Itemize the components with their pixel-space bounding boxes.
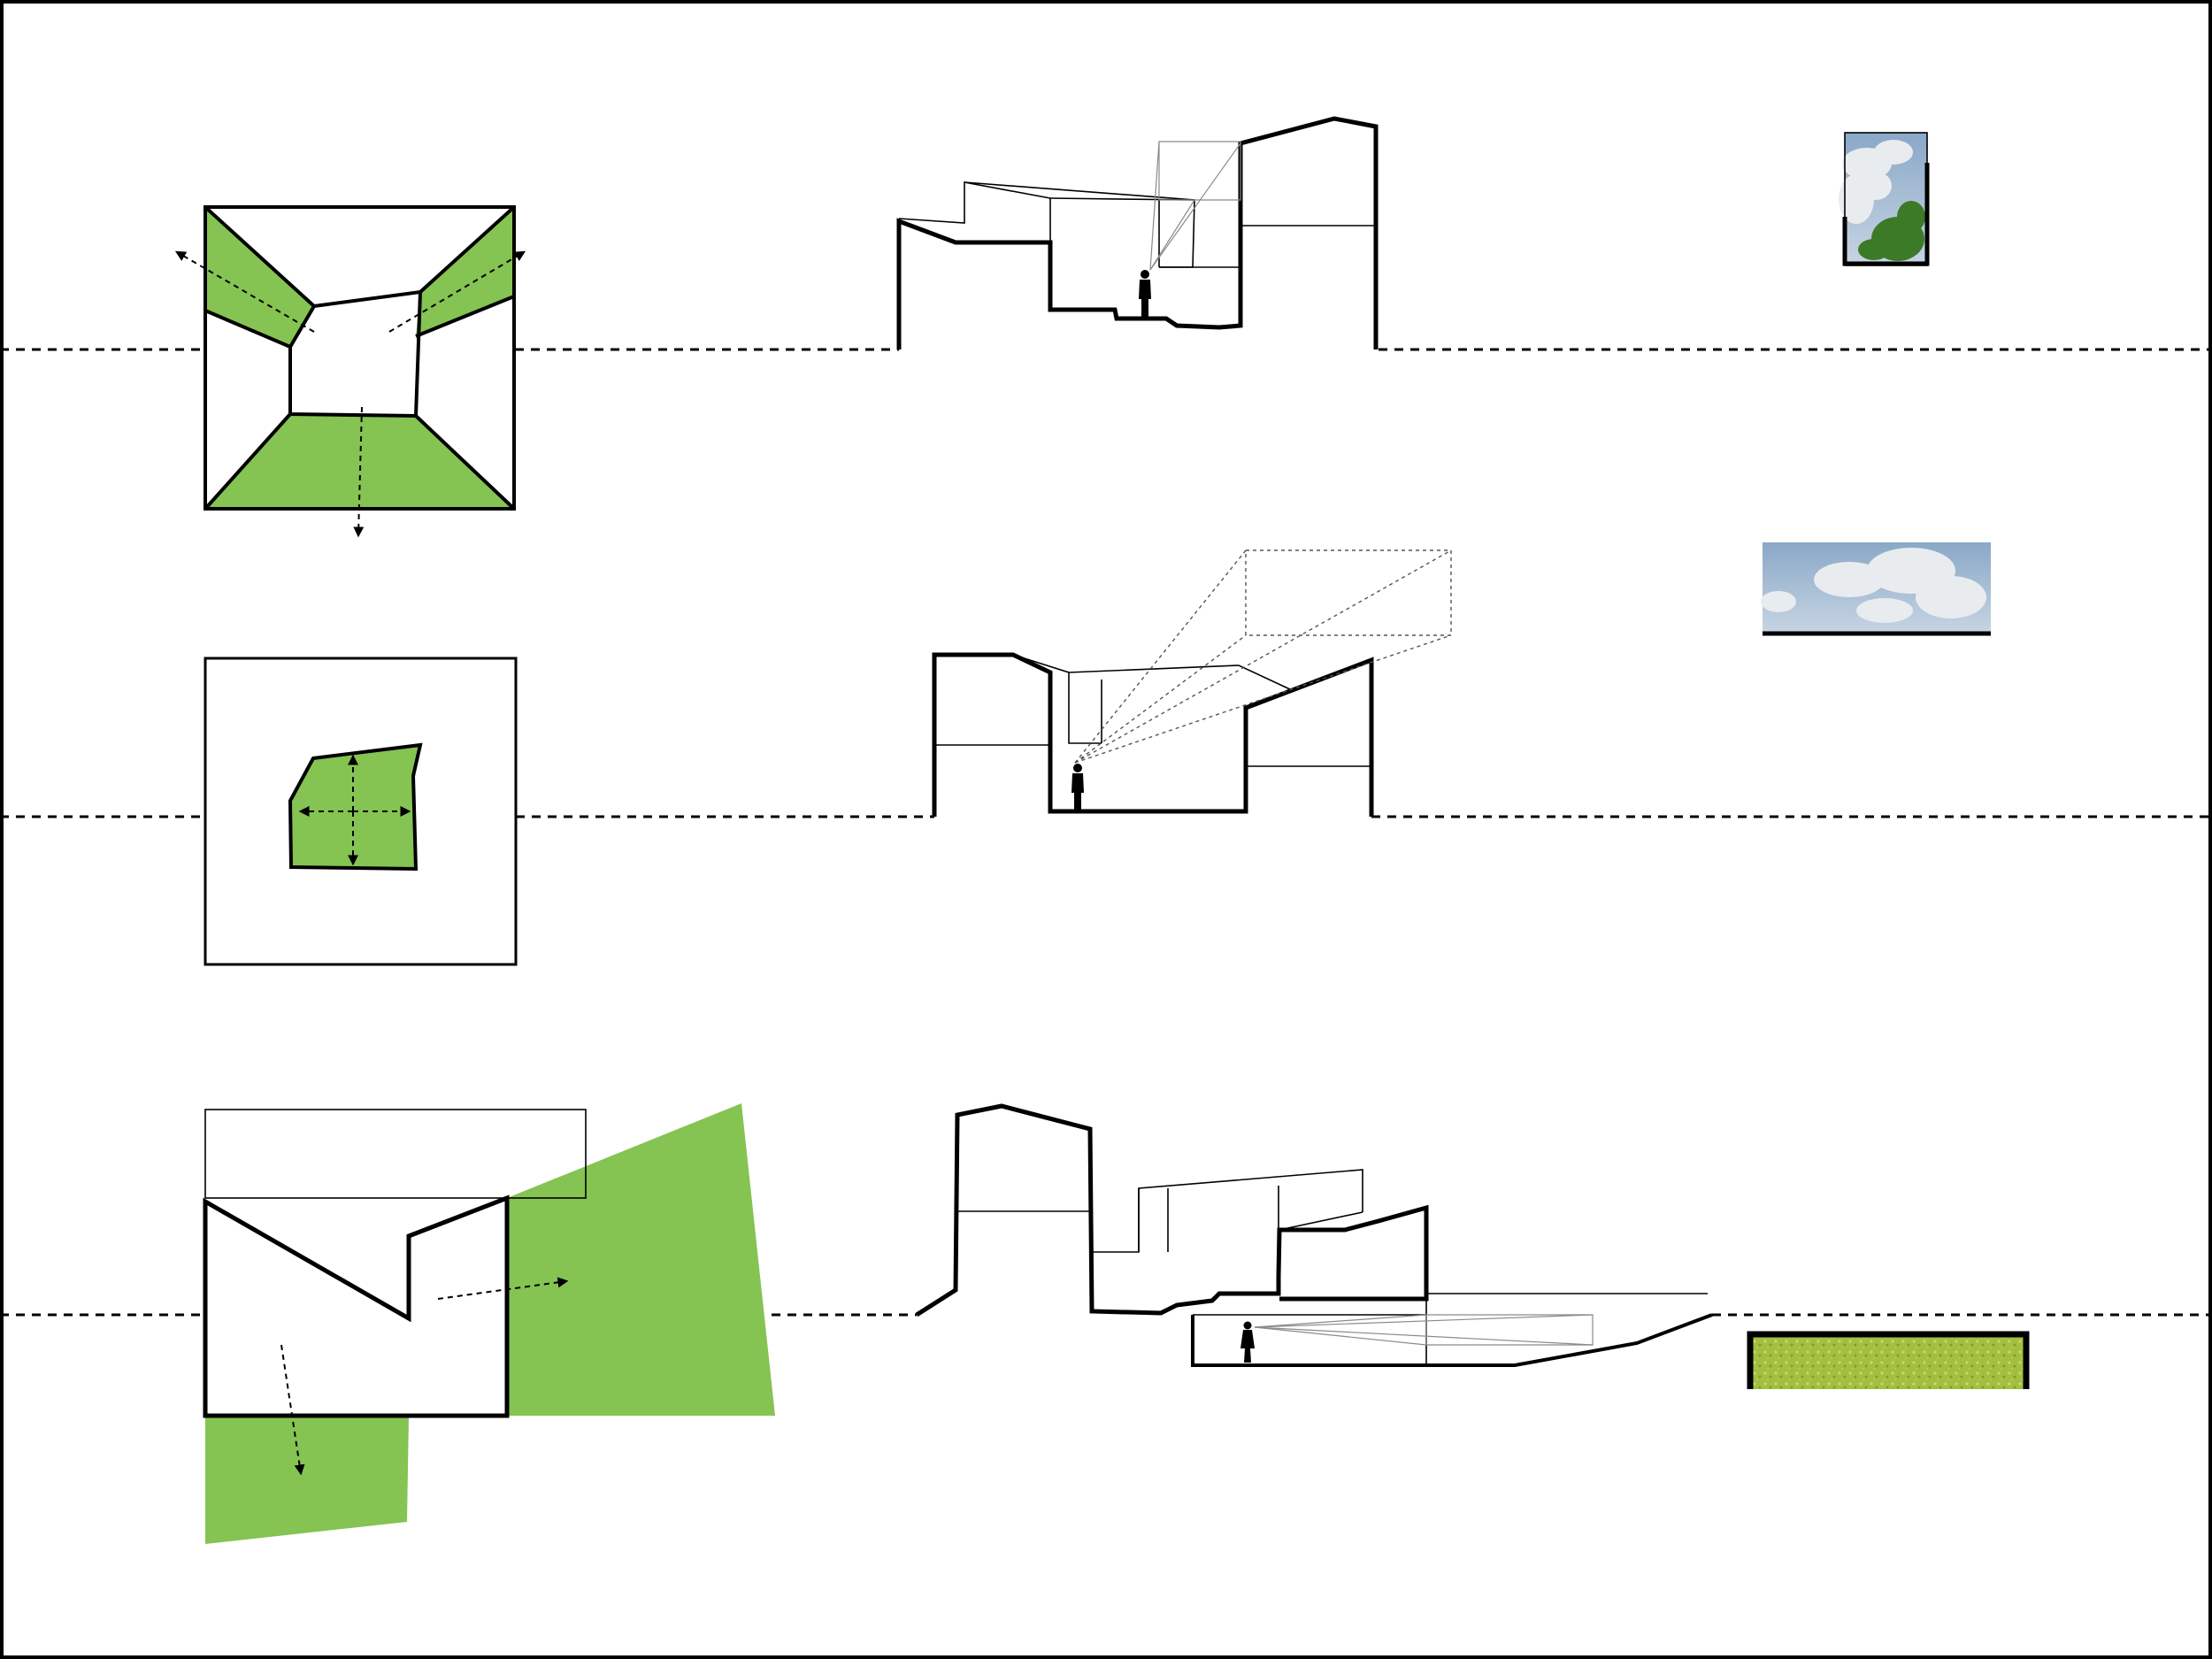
row-2 [0,542,2212,966]
arrow-up-right [388,250,526,333]
arrow-up-left [174,250,315,333]
courtyard-plan-1 [174,205,526,538]
arrow-down [280,1344,305,1476]
grass-view [1747,1331,2030,1389]
row-1 [0,116,2212,538]
sky-view [1761,542,1991,636]
arrow-down [353,406,365,538]
section-2 [932,549,1452,817]
arrow-right [437,1277,569,1300]
terrace-plan-3 [203,1103,775,1544]
section-3 [915,1103,1713,1367]
person-figure-3 [1240,1321,1255,1363]
row-3 [0,1103,2212,1544]
courtyard-plan-2 [204,657,518,966]
person-figure-2 [1071,764,1084,810]
person-figure-1 [1139,270,1151,317]
sky-and-tree-view [1839,132,1930,266]
section-1 [896,116,1379,349]
